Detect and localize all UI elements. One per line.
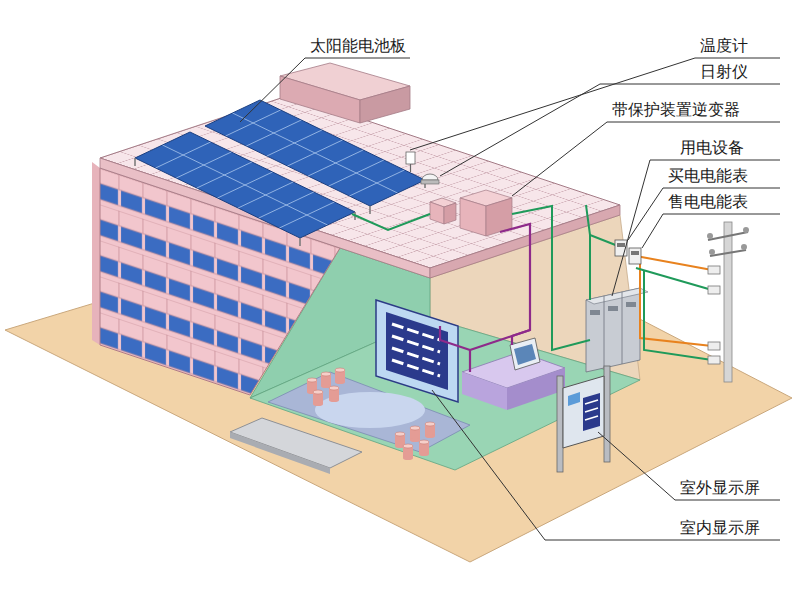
electric-equipment bbox=[586, 288, 648, 372]
wiring bbox=[352, 205, 712, 372]
solar-panel bbox=[135, 100, 425, 246]
rooftop-housing bbox=[280, 63, 410, 123]
callout-label: 室内显示屏 bbox=[680, 518, 760, 538]
inverter bbox=[430, 190, 512, 236]
indoor-display bbox=[376, 300, 458, 402]
callout-label: 带保护装置逆变器 bbox=[612, 100, 740, 120]
callout-label: 售电电能表 bbox=[668, 192, 748, 212]
thermometer bbox=[406, 152, 415, 172]
energy-meter bbox=[615, 240, 641, 264]
outdoor-display bbox=[557, 366, 610, 472]
callout-label: 用电设备 bbox=[680, 138, 744, 158]
callout-label: 室外显示屏 bbox=[680, 478, 760, 498]
leader-line bbox=[240, 58, 780, 540]
callout-label: 温度计 bbox=[700, 36, 748, 56]
callout-label: 太阳能电池板 bbox=[310, 36, 406, 56]
pyranometer bbox=[421, 174, 439, 184]
utility-pole bbox=[707, 222, 749, 382]
callout-label: 买电电能表 bbox=[668, 166, 748, 186]
callout-label: 日射仪 bbox=[700, 62, 748, 82]
computer-monitor bbox=[510, 338, 540, 370]
